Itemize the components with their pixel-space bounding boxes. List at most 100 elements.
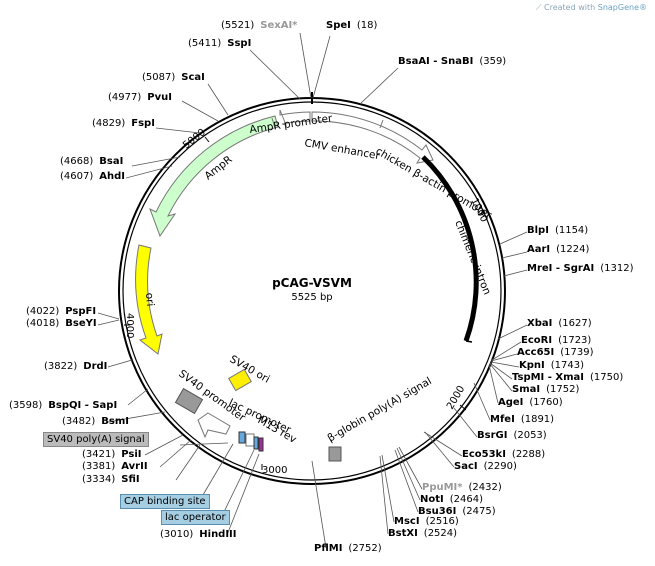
site-eco53ki[interactable]: Eco53kI(2288) <box>462 449 545 460</box>
site-position: (4607) <box>60 171 94 182</box>
site-agei[interactable]: AgeI(1760) <box>498 397 563 408</box>
site-bspqi[interactable]: (3598)BspQI - SapI <box>9 400 117 411</box>
site-ecori[interactable]: EcoRI(1723) <box>521 335 591 346</box>
site-kpni[interactable]: KpnI (1743) <box>519 360 584 371</box>
site-saci[interactable]: SacI(2290) <box>454 461 517 472</box>
site-position: (1752) <box>546 384 580 395</box>
chimeric-intron-feature[interactable] <box>421 155 479 342</box>
site-msci[interactable]: MscI(2516) <box>394 516 459 527</box>
site-position: (1891) <box>520 414 555 425</box>
site-name: KpnI <box>519 360 545 371</box>
ampr-feature[interactable] <box>149 115 279 238</box>
site-position: (2053) <box>513 430 547 441</box>
site-scai[interactable]: (5087) ScaI <box>142 72 205 83</box>
plasmid-size: 5525 bp <box>291 292 332 303</box>
site-hindiii[interactable]: (3010)HindIII <box>160 529 237 540</box>
site-name: BsrGI <box>477 430 508 441</box>
site-position: (3822) <box>44 361 78 372</box>
site-sexai[interactable]: (5521)SexAI* <box>221 20 297 31</box>
site-pvui[interactable]: (4977)PvuI <box>108 92 172 103</box>
site-fspi[interactable]: (4829)FspI <box>92 118 155 129</box>
site-position: (2432) <box>468 482 502 493</box>
site-mfei[interactable]: MfeI(1891) <box>490 414 554 425</box>
bglobin-polya-label: β-globin poly(A) signal <box>326 375 434 444</box>
site-name: XbaI <box>527 318 553 329</box>
site-name: BsmI <box>101 416 129 427</box>
site-bsaai[interactable]: BsaAI - SnaBI(359) <box>398 56 506 67</box>
site-name: FspI <box>131 118 155 129</box>
ori-feature[interactable] <box>135 244 163 355</box>
site-acc65i[interactable]: Acc65I(1739) <box>517 347 594 358</box>
ori-label: ori <box>143 292 156 307</box>
site-xbai[interactable]: XbaI(1627) <box>527 318 592 329</box>
site-pspfi[interactable]: (4022)PspFI <box>26 306 96 317</box>
site-position: (4022) <box>26 306 60 317</box>
site-name: PpuMI* <box>422 482 463 493</box>
site-tspmi[interactable]: TspMI - XmaI(1750) <box>512 372 623 383</box>
site-name: PsiI <box>121 449 142 460</box>
site-bstxi[interactable]: BstXI (2524) <box>388 528 457 539</box>
backbone-inner <box>122 101 502 481</box>
site-ahdi[interactable]: (4607) AhdI <box>60 171 125 182</box>
site-name: SspI <box>227 38 252 49</box>
site-psii[interactable]: (3421)PsiI <box>82 449 142 460</box>
lac-operator-feature[interactable] <box>253 436 259 450</box>
site-bsu36i[interactable]: Bsu36I(2475) <box>418 506 496 517</box>
site-sspi[interactable]: (5411)SspI <box>188 38 251 49</box>
tick-4000: 4000 <box>124 313 135 338</box>
site-position: (1743) <box>550 360 585 371</box>
m13-rev-feature[interactable] <box>258 437 264 452</box>
site-position: (2516) <box>425 516 459 527</box>
bglobin-polya-feature[interactable] <box>328 446 342 462</box>
site-bsrgi[interactable]: BsrGI (2053) <box>477 430 547 441</box>
site-smai[interactable]: SmaI (1752) <box>512 384 579 395</box>
site-avrii[interactable]: (3381)AvrII <box>82 461 148 472</box>
site-sfii[interactable]: (3334)SfiI <box>82 474 140 485</box>
site-position: (3010) <box>160 529 194 540</box>
site-drdi[interactable]: (3822)DrdI <box>44 361 107 372</box>
site-position: (4977) <box>108 92 142 103</box>
cmv-enhancer-label: CMV enhancer <box>303 137 381 162</box>
site-position: (1723) <box>558 335 592 346</box>
site-position: (1154) <box>554 225 589 236</box>
site-spei[interactable]: SpeI(18) <box>326 20 377 31</box>
lac-operator-callout[interactable]: lac operator <box>161 510 230 525</box>
site-pflmi[interactable]: PflMI(2752) <box>314 543 382 554</box>
site-bseyi[interactable]: (4018)BseYI <box>26 318 97 329</box>
site-name: MreI - SgrAI <box>527 263 595 274</box>
site-bsai[interactable]: (4668)BsaI <box>60 156 123 167</box>
site-position: (1224) <box>556 244 590 255</box>
site-name: BseYI <box>65 318 97 329</box>
site-name: BstXI <box>388 528 418 539</box>
sv40-ori-feature[interactable] <box>228 368 252 392</box>
site-aari[interactable]: AarI(1224) <box>527 244 589 255</box>
cap-binding-site-callout[interactable]: CAP binding site <box>120 494 210 509</box>
site-mrei[interactable]: MreI - SgrAI(1312) <box>527 263 634 274</box>
site-bsmi[interactable]: (3482) BsmI <box>62 416 129 427</box>
site-name: AhdI <box>99 171 126 182</box>
chicken-promoter-label: chicken β-actin promoter <box>374 145 495 222</box>
site-name: BsaI <box>99 156 124 167</box>
site-position: (1760) <box>529 397 563 408</box>
site-name: TspMI - XmaI <box>512 372 584 383</box>
snapgene-logo-icon: ⟋ <box>535 3 542 12</box>
site-blpi[interactable]: BlpI(1154) <box>527 225 588 236</box>
site-name: Eco53kI <box>462 449 506 460</box>
ampr-promoter-feature[interactable] <box>279 109 311 126</box>
site-position: (3598) <box>9 400 43 411</box>
lac-promoter-feature[interactable] <box>245 433 255 447</box>
site-position: (2524) <box>423 528 458 539</box>
sv40-polya-callout[interactable]: SV40 poly(A) signal <box>43 432 149 447</box>
sv40-promoter-arrow[interactable] <box>197 412 231 439</box>
sv40-promoter-feature[interactable] <box>174 387 204 415</box>
cap-binding-site-feature[interactable] <box>238 431 246 444</box>
site-noti[interactable]: NotI(2464) <box>420 494 483 505</box>
tick-5000: 5000 <box>181 127 208 151</box>
site-name: ScaI <box>181 72 205 83</box>
site-position: (3482) <box>62 416 96 427</box>
site-name: SmaI <box>512 384 541 395</box>
site-ppumi[interactable]: PpuMI* (2432) <box>422 482 502 493</box>
plasmid-name: pCAG-VSVM <box>272 276 352 290</box>
site-position: (5087) <box>142 72 176 83</box>
